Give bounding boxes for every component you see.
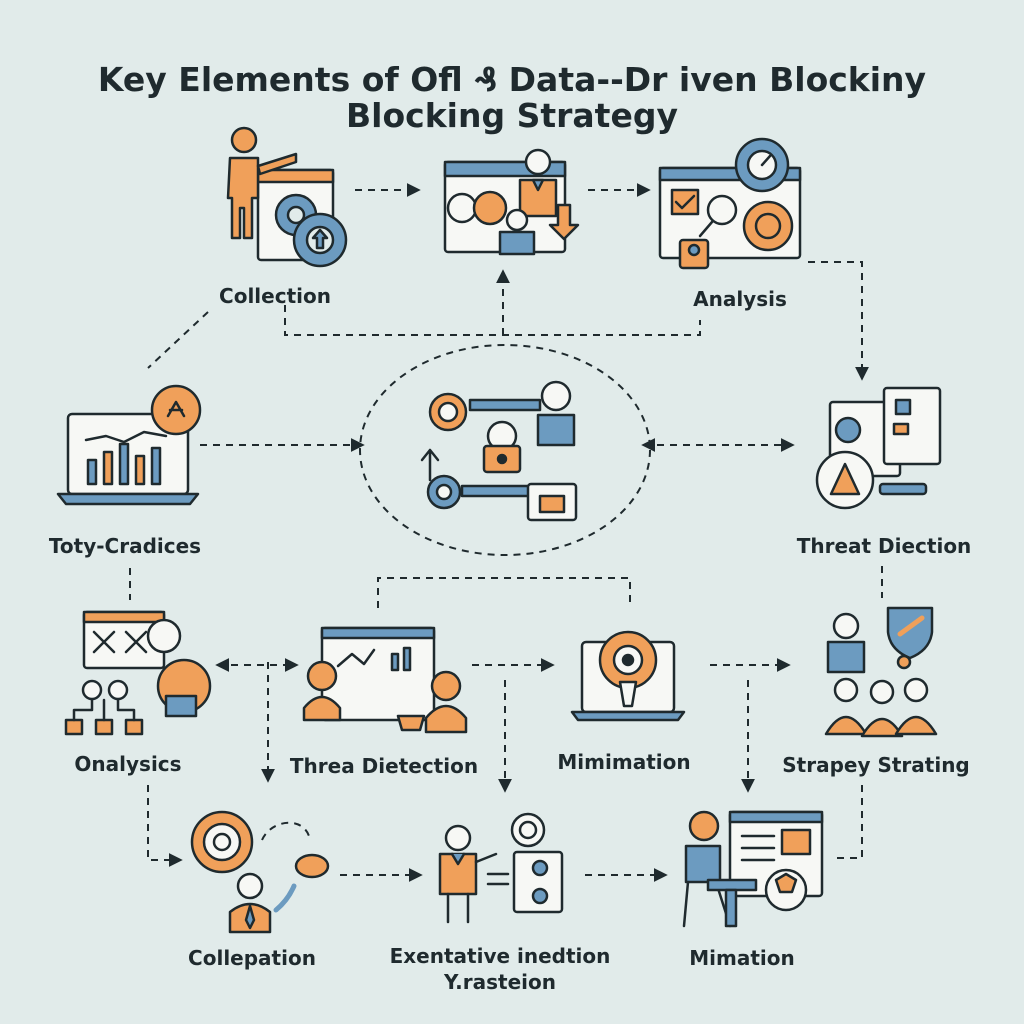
connector-onalysics-to-collepation bbox=[147, 785, 183, 867]
label-toty-cradices: Toty-Cradices bbox=[48, 534, 202, 558]
team-shield-icon bbox=[824, 606, 938, 738]
center-hub-ring bbox=[359, 344, 651, 556]
chat-review-screen-icon bbox=[443, 148, 580, 256]
presenter-gears-icon bbox=[226, 126, 348, 268]
page-title-line-1: Key Elements of Ofl ₰ Data--Dr iven Bloc… bbox=[97, 60, 927, 99]
network-browser-icon bbox=[64, 610, 212, 736]
laptop-chart-icon bbox=[56, 384, 202, 506]
connector-analysis-to-threat bbox=[808, 261, 869, 381]
page-title-line-2: Blocking Strategy bbox=[346, 96, 678, 135]
presenter-board-ball-icon bbox=[682, 810, 824, 928]
label-threat-diection: Threat Diection bbox=[796, 534, 972, 558]
connector-collection-analysis-loop bbox=[284, 305, 701, 336]
meeting-board-icon bbox=[302, 626, 468, 734]
target-gear-person-icon bbox=[190, 810, 330, 934]
label-exentative-line-1: Exentative inedtion bbox=[389, 944, 611, 968]
connector-center-to-third-row bbox=[377, 577, 631, 608]
label-threa-dietection: Threa Dietection bbox=[289, 754, 479, 778]
connector-strapey-to-mimation bbox=[832, 785, 863, 859]
label-collepation: Collepation bbox=[188, 946, 316, 970]
label-analysis: Analysis bbox=[693, 287, 787, 311]
laptop-eye-icon bbox=[570, 630, 686, 722]
connector-collepation-curl bbox=[261, 821, 311, 841]
label-onalysics: Onalysics bbox=[74, 752, 182, 776]
profile-gear-icon bbox=[815, 386, 942, 510]
hub-network-icon bbox=[420, 380, 578, 522]
presenter-server-icon bbox=[438, 812, 564, 924]
label-collection: Collection bbox=[219, 284, 331, 308]
label-mimation: Mimation bbox=[689, 946, 795, 970]
label-exentative-line-2: Y.rasteion bbox=[444, 970, 556, 994]
analysis-dashboard-icon bbox=[658, 137, 802, 270]
connector-collection-to-laptop bbox=[147, 311, 209, 369]
label-mimimation: Mimimation bbox=[557, 750, 691, 774]
label-strapey-strating: Strapey Strating bbox=[782, 753, 970, 777]
